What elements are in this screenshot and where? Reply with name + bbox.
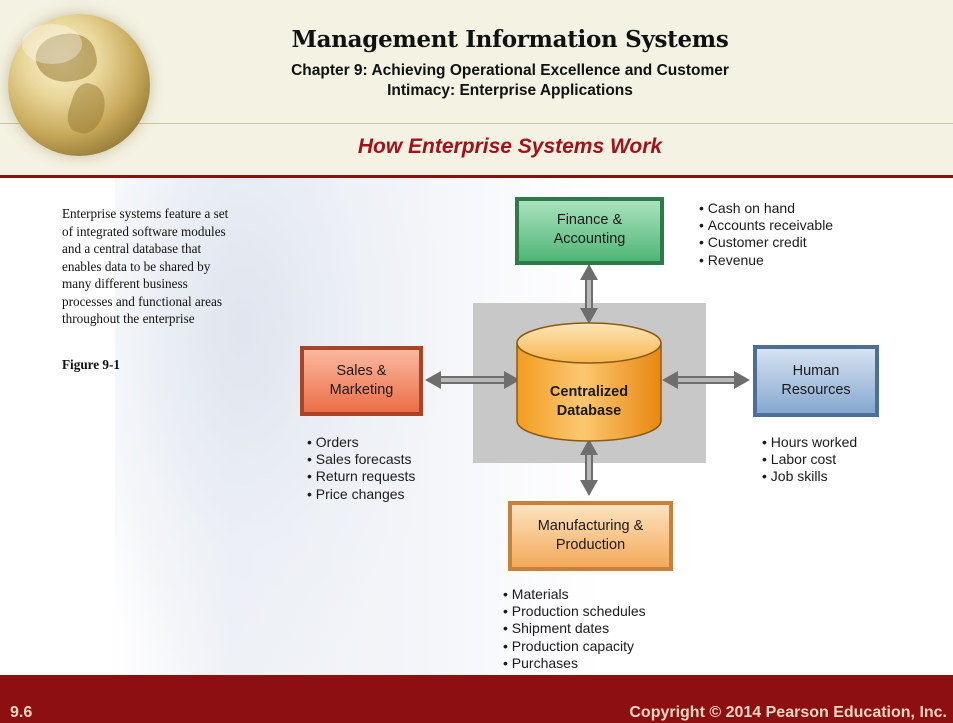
list-item: Shipment dates [503,620,646,637]
list-item: Labor cost [762,451,857,468]
caption-line: throughout the enterprise [62,311,195,326]
chapter-subtitle-line: Chapter 9: Achieving Operational Excelle… [291,62,729,79]
list-item: Sales forecasts [307,451,415,468]
finance-module-label: Finance & Accounting [553,212,626,247]
arrow-finance-database [580,264,598,324]
caption-line: and a central database that [62,241,202,256]
list-item: Price changes [307,486,415,503]
list-item: Customer credit [699,234,833,251]
caption-line: enables data to be shared by [62,258,211,274]
module-finance-accounting [515,197,664,265]
manufacturing-bullet-list: Materials Production schedules Shipment … [503,586,646,672]
caption-line: many different business [62,276,188,291]
slide-header: Management Information Systems Chapter 9… [0,0,953,178]
caption-line: processes and functional areas [62,293,223,309]
slide-number: 9.6 [10,704,33,721]
list-item: Cash on hand [699,200,833,217]
figure-caption: Enterprise systems feature a set of inte… [62,205,292,328]
sales-module-label: Sales & Marketing [329,363,394,398]
hr-module-label: Human Resources [781,363,851,398]
list-item: Orders [307,434,415,451]
list-item: Production schedules [503,603,646,620]
globe-icon [8,14,150,156]
list-item: Accounts receivable [699,217,833,234]
page-title: Management Information Systems [291,26,729,53]
list-item: Purchases [503,655,646,672]
arrow-hr-database [662,371,750,389]
sales-bullet-list: Orders Sales forecasts Return requests P… [307,434,416,503]
arrow-sales-database [425,371,520,389]
chapter-subtitle: Chapter 9: Achieving Operational Excelle… [160,61,860,101]
list-item: Return requests [307,468,416,485]
module-manufacturing-production [508,501,673,571]
caption-line: Enterprise systems feature a set [62,206,229,221]
list-item: Job skills [762,468,857,485]
chapter-subtitle-line: Intimacy: Enterprise Applications [387,82,633,99]
caption-line: of integrated software modules [62,223,226,239]
arrow-manufacturing-database [580,439,598,496]
module-human-resources [753,345,879,417]
database-label: Centralized Database [549,384,629,419]
body-decor-panel [115,178,435,675]
list-item: Revenue [699,252,833,269]
manufacturing-module-label: Manufacturing & Production [537,518,644,553]
list-item: Production capacity [503,638,646,655]
module-sales-marketing [300,346,423,416]
figure-label: Figure 9-1 [62,357,120,372]
slide-footer [0,675,953,723]
list-item: Materials [503,586,646,603]
finance-bullet-list: Cash on hand Accounts receivable Custome… [699,200,833,269]
hr-bullet-list: Hours worked Labor cost Job skills [762,434,857,486]
header-divider [0,123,953,124]
database-icon [516,322,662,442]
section-title: How Enterprise Systems Work [357,135,663,158]
list-item: Hours worked [762,434,857,451]
copyright-notice: Copyright © 2014 Pearson Education, Inc. [629,704,947,721]
